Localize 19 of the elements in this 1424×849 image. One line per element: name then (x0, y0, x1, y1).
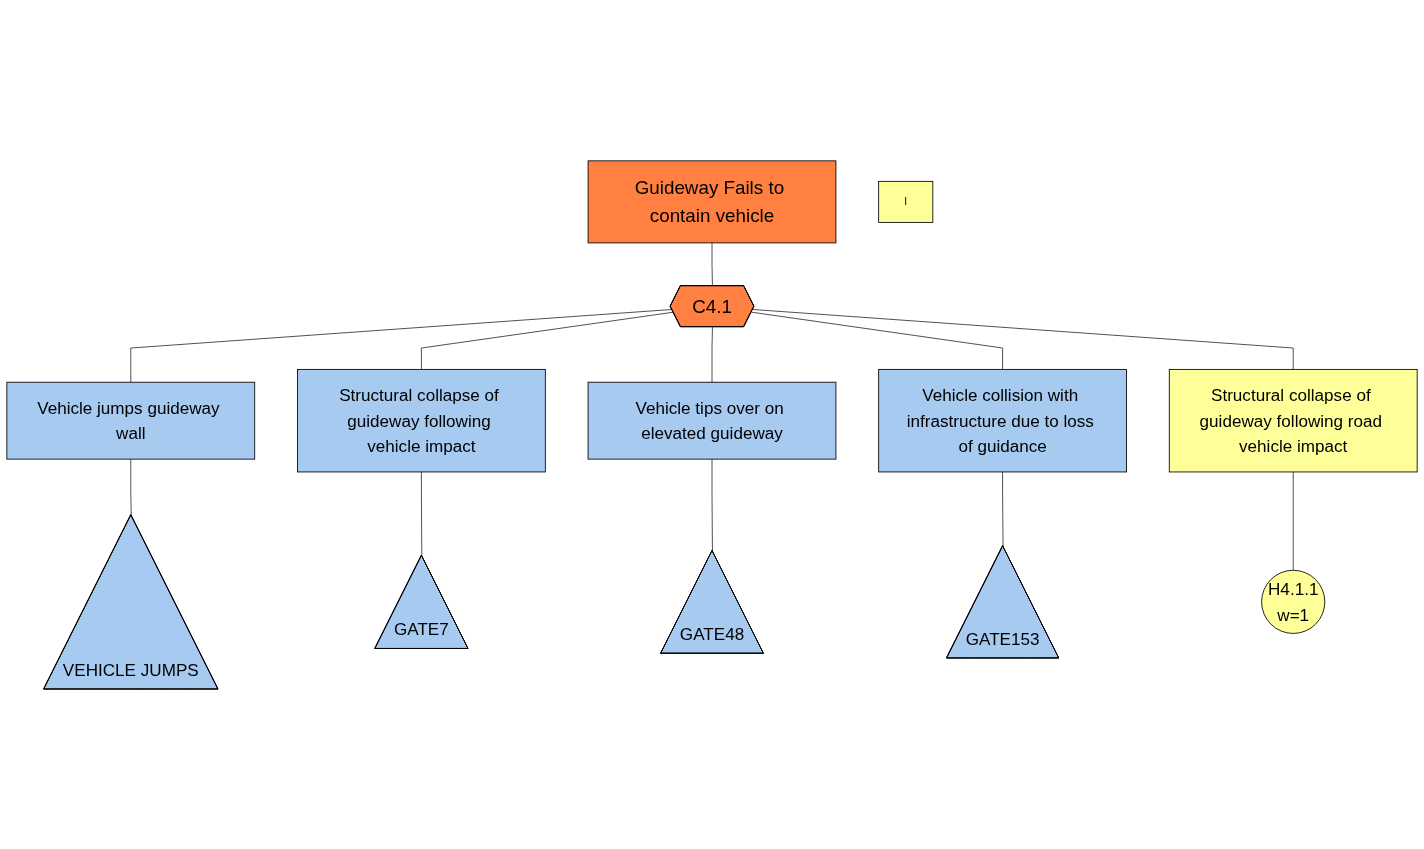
connector (420, 311, 674, 370)
node-box: Guideway Fails to contain vehicle (587, 160, 837, 243)
connector (420, 471, 423, 556)
connector (711, 326, 713, 383)
node-box: Vehicle tips over on elevated guideway (587, 381, 837, 460)
node-box: Vehicle collision with infrastructure due to loss of guidance (878, 368, 1127, 472)
node-box: Structural collapse of guideway following road vehicle impact (1168, 368, 1418, 472)
connector (711, 242, 713, 287)
connector (711, 458, 713, 551)
connector (130, 308, 673, 383)
node-box: Vehicle jumps guideway wall (6, 381, 256, 460)
node-circle: H4.1.1 w=1 (1261, 569, 1326, 634)
connector (1002, 471, 1004, 547)
connector (130, 458, 132, 516)
node-box: Structural collapse of guideway following vehicle impact (297, 368, 546, 472)
connector (1292, 471, 1294, 571)
connector (751, 311, 1004, 370)
node-box: I (878, 180, 934, 223)
connector (752, 308, 1294, 370)
